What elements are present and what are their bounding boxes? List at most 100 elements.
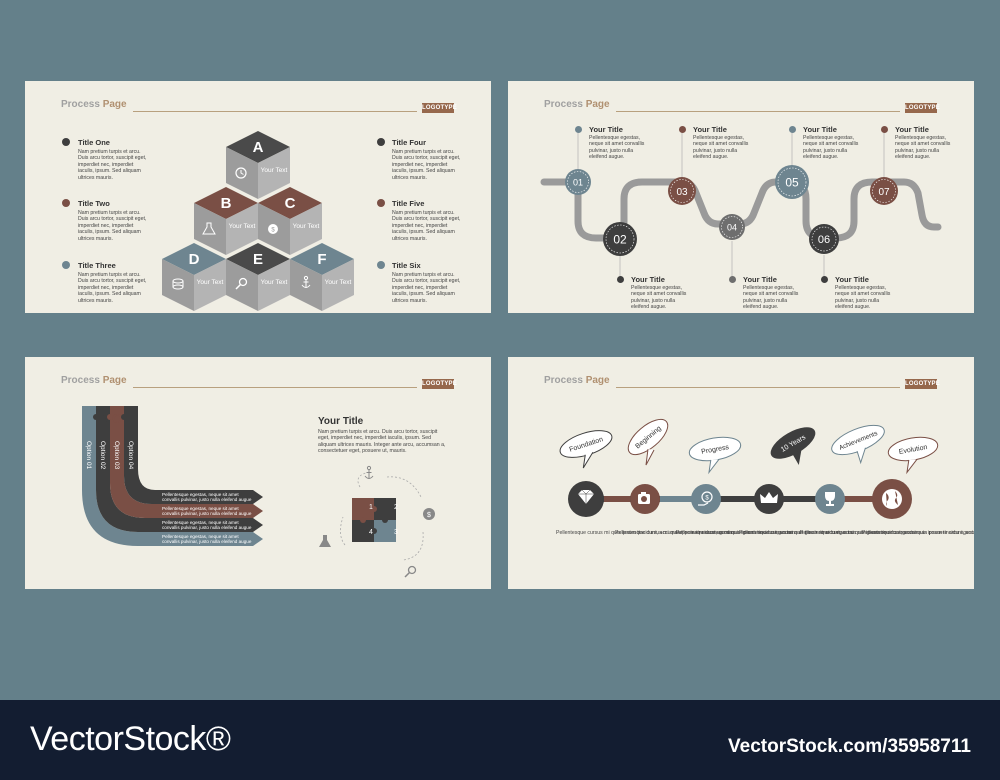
cube-f-letter: F [317, 251, 326, 268]
step-07-body: Pellentesque egestas, neque sit amet con… [895, 135, 951, 161]
milestone-progress: $ [691, 484, 721, 514]
step-05-title: Your Title [803, 125, 837, 134]
header-rule [616, 111, 900, 112]
svg-text:01: 01 [573, 178, 583, 188]
puzzle-4: 4 [369, 529, 373, 536]
milestone-evolution [872, 479, 912, 519]
coins-icon [172, 278, 184, 290]
option-04: Option 04 [127, 441, 134, 470]
milestone-achievements [815, 484, 845, 514]
globe-icon [882, 489, 902, 509]
step-03-dot [679, 126, 686, 133]
magnifier-icon [235, 277, 248, 290]
step-02-circle: 02 [603, 222, 637, 256]
cube-e-text: Your Text [261, 279, 288, 286]
title-three: Title Three [78, 261, 116, 270]
header-rule [133, 111, 417, 112]
logotype-badge: LOGOTYPE [905, 103, 940, 113]
cube-b: B Your Text [194, 187, 258, 255]
milestone-text-2: Pellentesque cursus mi quis ipsum tincid… [615, 530, 795, 536]
money-bag-icon: $ [423, 508, 435, 520]
flask-icon [319, 535, 331, 547]
cube-e-letter: E [253, 251, 263, 268]
step-07-circle: 07 [870, 177, 898, 205]
step-01-circle: 01 [565, 169, 591, 195]
svg-text:04: 04 [727, 223, 737, 233]
money-bag-icon: $ [268, 224, 278, 234]
step-07-title: Your Title [895, 125, 929, 134]
logotype-badge: LOGOTYPE [422, 379, 457, 389]
cube-d-text: Your Text [197, 279, 224, 286]
header-rule [616, 387, 900, 388]
title-two: Title Two [78, 199, 110, 208]
step-06-title: Your Title [835, 275, 869, 284]
bent-arrow-chart: A B C D Option 01 Option 02 Option 03 Op… [82, 406, 435, 578]
cube-c-text: Your Text [293, 223, 320, 230]
svg-text:07: 07 [878, 187, 890, 198]
puzzle-block: 1 2 3 4 [352, 498, 398, 542]
step-02-body: Pellentesque egestas, neque sit amet con… [631, 285, 687, 311]
step-01-dot [575, 126, 582, 133]
slide3-title: Your Title [318, 416, 364, 427]
bubble-10-years: 10 Years [770, 427, 816, 466]
step-06-dot [821, 276, 828, 283]
watermark-url: VectorStock.com/35958711 [728, 736, 971, 757]
option-01: Option 01 [85, 441, 92, 470]
step-04-body: Pellentesque egestas, neque sit amet con… [743, 285, 799, 311]
step-01-title: Your Title [589, 125, 623, 134]
puzzle-3: 3 [394, 529, 398, 536]
diamond-icon [578, 489, 594, 504]
slide-header: Process Page [544, 99, 610, 110]
title-five-dot [377, 199, 385, 207]
flask-icon [202, 222, 216, 235]
milestone-foundation [568, 481, 604, 517]
step-03-body: Pellentesque egestas, neque sit amet con… [693, 135, 749, 161]
title-three-dot [62, 261, 70, 269]
cube-c: C $ Your Text [258, 187, 322, 255]
milestone-text-6: Pellentesque cursus mi quis ipsum tincid… [862, 530, 974, 536]
milestone-10-years [754, 484, 784, 514]
svg-text:$: $ [271, 228, 275, 234]
cube-f: F Your Text [290, 243, 354, 311]
title-five-body: Nam pretium turpis et arcu. Duis arcu to… [392, 210, 461, 242]
cube-d-letter: D [189, 251, 200, 268]
title-two-dot [62, 199, 70, 207]
watermark-brand: VectorStock® [30, 720, 231, 758]
svg-text:Progress: Progress [701, 444, 730, 456]
money-hand-icon: $ [698, 491, 713, 506]
band-text-3: Pellentesque egestas, neque sit amet con… [162, 520, 252, 531]
band-text-1: Pellentesque egestas, neque sit amet con… [162, 492, 252, 503]
bubble-foundation: Foundation [559, 430, 613, 469]
letter-b: B [98, 411, 107, 426]
step-02-dot [617, 276, 624, 283]
cube-e: E Your Text [226, 243, 290, 311]
title-four-dot [377, 138, 385, 146]
title-three-body: Nam pretium turpis et arcu. Duis arcu to… [78, 272, 147, 304]
step-04-dot [729, 276, 736, 283]
letter-c: C [112, 411, 122, 426]
title-four-body: Nam pretium turpis et arcu. Duis arcu to… [392, 149, 461, 181]
band-text-4: Pellentesque egestas, neque sit amet con… [162, 534, 252, 545]
watermark-bar [0, 700, 1000, 780]
milestone-beginning [630, 484, 660, 514]
cube-a: A Your Text [226, 131, 290, 199]
title-one-body: Nam pretium turpis et arcu. Duis arcu to… [78, 149, 147, 181]
milestone-text-3: Pellentesque cursus mi quis ipsum tincid… [676, 530, 856, 536]
magnifier-icon [404, 565, 417, 578]
title-six-dot [377, 261, 385, 269]
step-04-circle: 04 [719, 214, 745, 240]
cube-b-text: Your Text [229, 223, 256, 230]
bubble-progress: Progress [688, 436, 742, 475]
slide-header: Process Page [61, 375, 127, 386]
step-03-title: Your Title [693, 125, 727, 134]
slide-options-arrow: Process Page LOGOTYPE A B C D Option 01 … [25, 357, 491, 589]
bubble-evolution: Evolution [887, 436, 939, 475]
step-02-title: Your Title [631, 275, 665, 284]
milestone-timeline: Foundation Beginning Progress 10 Years A… [559, 418, 939, 519]
puzzle-1: 1 [369, 504, 373, 511]
step-03-circle: 03 [668, 177, 696, 205]
svg-text:Evolution: Evolution [898, 444, 928, 456]
svg-text:03: 03 [676, 187, 688, 198]
step-06-body: Pellentesque egestas, neque sit amet con… [835, 285, 891, 311]
slide3-body: Nam pretium turpis et arcu. Duis arcu to… [318, 429, 446, 455]
